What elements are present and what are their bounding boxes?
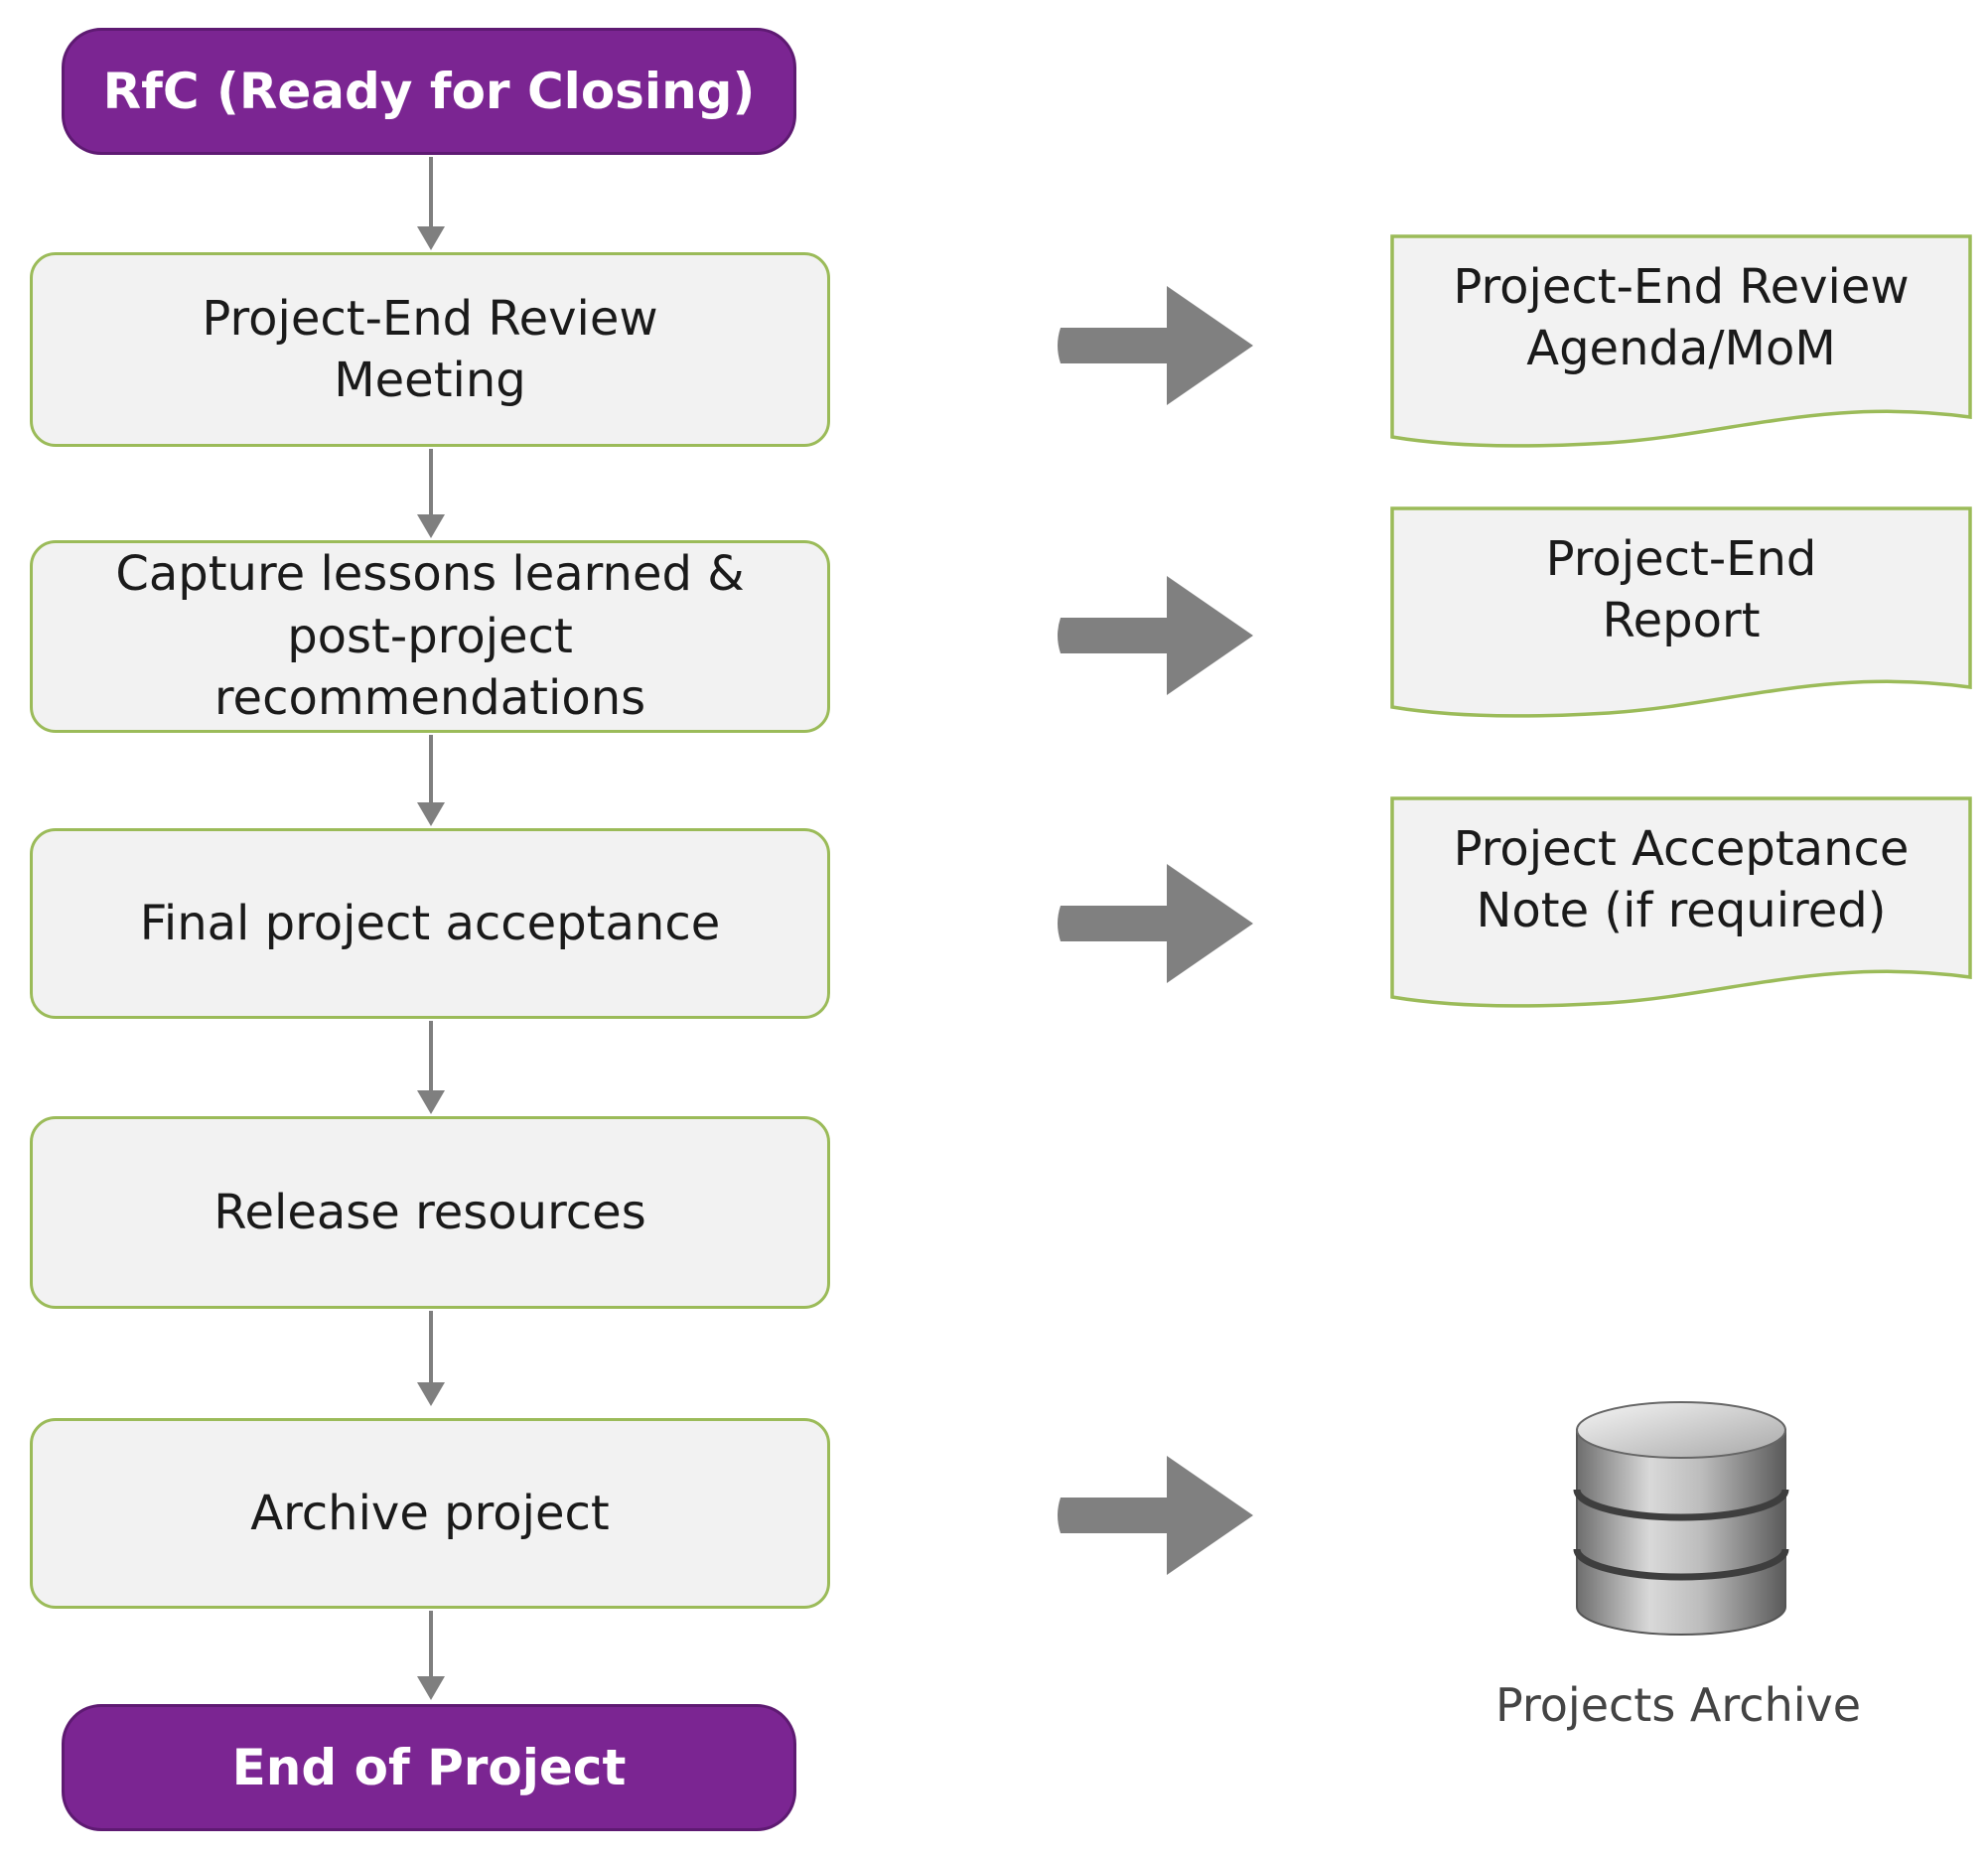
step-final-project-acceptance: Final project acceptance (30, 828, 830, 1019)
end-terminal: End of Project (62, 1704, 796, 1831)
output-arrow-3 (1058, 864, 1253, 983)
output-arrow-4 (1058, 1456, 1253, 1575)
connector-2 (417, 449, 445, 538)
connector-1 (417, 157, 445, 250)
connector-3 (417, 735, 445, 826)
output-arrow-2 (1058, 576, 1253, 695)
step-capture-lessons-learned: Capture lessons learned & post-project r… (30, 540, 830, 733)
step-project-end-review-meeting: Project-End Review Meeting (30, 252, 830, 447)
step-label: Project-End Review Meeting (202, 290, 658, 408)
step-label: Final project acceptance (139, 895, 721, 951)
output-doc-review-agenda-label: Project-End Review Agenda/MoM (1390, 256, 1972, 380)
document-shape-1 (1390, 234, 1972, 448)
output-doc-text: Project Acceptance Note (if required) (1453, 821, 1910, 939)
step-label: Archive project (250, 1485, 610, 1541)
document-shape-2 (1390, 506, 1972, 718)
start-label: RfC (Ready for Closing) (102, 63, 756, 120)
output-doc-project-end-report-label: Project-End Report (1390, 528, 1972, 652)
step-archive-project: Archive project (30, 1418, 830, 1609)
connector-4 (417, 1021, 445, 1114)
output-doc-text: Project-End Review Agenda/MoM (1453, 259, 1910, 377)
step-release-resources: Release resources (30, 1116, 830, 1309)
output-doc-acceptance-note-label: Project Acceptance Note (if required) (1390, 818, 1972, 942)
connector-5 (417, 1311, 445, 1406)
projects-archive-label: Projects Archive (1494, 1678, 1862, 1732)
database-icon (1573, 1401, 1789, 1636)
document-shape-3 (1390, 796, 1972, 1008)
step-label: Capture lessons learned & post-project r… (115, 546, 745, 727)
connector-6 (417, 1611, 445, 1700)
step-label: Release resources (213, 1184, 646, 1240)
output-arrow-1 (1058, 286, 1253, 405)
end-label: End of Project (231, 1739, 627, 1796)
output-doc-text: Project-End Report (1545, 531, 1817, 649)
start-terminal: RfC (Ready for Closing) (62, 28, 796, 155)
